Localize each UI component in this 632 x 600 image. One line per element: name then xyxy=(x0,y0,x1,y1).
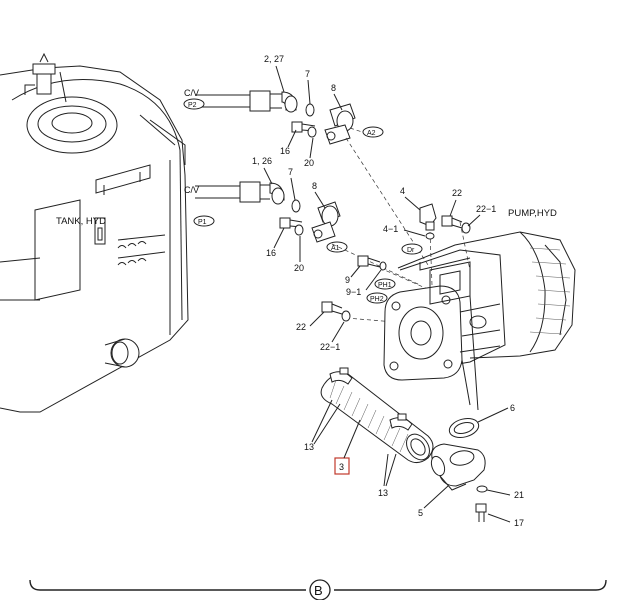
hydraulic-tank xyxy=(0,52,189,413)
oval-p1-frame xyxy=(193,215,215,227)
leader-2-27 xyxy=(275,65,285,93)
oval-ph2-frame xyxy=(366,292,388,304)
callout-9-1: 9−1 xyxy=(346,287,361,297)
oval-a1-frame xyxy=(326,241,348,253)
leader-8-mid xyxy=(314,191,326,209)
callout-22-1-lower: 22−1 xyxy=(320,342,340,352)
leader-4 xyxy=(404,196,421,211)
leader-21 xyxy=(486,489,511,496)
callout-4: 4 xyxy=(400,186,405,196)
pump-label: PUMP,HYD xyxy=(508,208,557,219)
oval-dr: Dr xyxy=(407,247,415,254)
leader-6 xyxy=(477,407,509,423)
callout-21: 21 xyxy=(514,490,524,500)
leader-5 xyxy=(423,485,449,509)
callout-9: 9 xyxy=(345,275,350,285)
oval-p1: P1 xyxy=(198,219,207,226)
tank-label: TANK, HYD xyxy=(56,216,106,227)
oval-p2-frame xyxy=(183,98,205,110)
leader-20-top xyxy=(309,137,314,159)
callout-1-26: 1, 26 xyxy=(252,156,272,166)
leader-9-1 xyxy=(365,269,382,291)
callout-3: 3 xyxy=(339,462,344,472)
oval-a2-frame xyxy=(362,126,384,138)
leader-22-top xyxy=(449,199,457,217)
oval-ph1: PH1 xyxy=(378,282,392,289)
callout-2-27: 2, 27 xyxy=(264,54,284,64)
oval-p2: P2 xyxy=(188,102,197,109)
leader-8-top xyxy=(333,93,343,111)
leader-3 xyxy=(343,419,361,459)
o-ring-6 xyxy=(448,417,480,439)
leader-22-1-top xyxy=(467,214,481,227)
callout-20-top: 20 xyxy=(304,158,314,168)
callout-4-1: 4−1 xyxy=(383,224,398,234)
leader-16-mid xyxy=(273,227,285,249)
callout-8-top: 8 xyxy=(331,83,336,93)
suction-hose-3 xyxy=(320,367,434,464)
callout-13-lower: 13 xyxy=(378,488,388,498)
callout-22-lower: 22 xyxy=(296,322,306,332)
callout-8-mid: 8 xyxy=(312,181,317,191)
callout-7-mid: 7 xyxy=(288,167,293,177)
leader-4-1 xyxy=(403,229,426,237)
bolt-22-top xyxy=(441,215,471,234)
elbow-fitting-4 xyxy=(419,203,437,240)
leader-7-top xyxy=(307,79,311,105)
fitting-9 xyxy=(357,255,387,271)
leader-13-upper xyxy=(311,399,341,445)
oval-dr-frame xyxy=(401,243,423,255)
hose-p2-assembly xyxy=(195,90,356,145)
leader-7-mid xyxy=(290,177,296,201)
leader-16-top xyxy=(287,129,297,148)
cv-label-top: C/V xyxy=(184,88,199,98)
leader-22-lower xyxy=(309,311,325,327)
callout-6: 6 xyxy=(510,403,515,413)
section-marker-b: B xyxy=(314,583,323,598)
hose-p1-assembly xyxy=(195,181,341,243)
callout-20-mid: 20 xyxy=(294,263,304,273)
leader-13-lower xyxy=(383,453,397,487)
callout-5: 5 xyxy=(418,508,423,518)
hydraulic-pump xyxy=(383,231,576,411)
oval-ph2: PH2 xyxy=(370,296,384,303)
callout-7-top: 7 xyxy=(305,69,310,79)
leader-17 xyxy=(487,513,511,523)
callout-22-top: 22 xyxy=(452,188,462,198)
oval-a2: A2 xyxy=(367,130,376,137)
washer-21 xyxy=(476,485,488,493)
callout-3-box xyxy=(334,457,350,475)
leader-9 xyxy=(350,265,361,278)
bolt-17 xyxy=(475,503,487,522)
callout-22-1-top: 22−1 xyxy=(476,204,496,214)
leader-22-1-lower xyxy=(331,321,345,343)
oval-a1: A1 xyxy=(331,245,340,252)
elbow-5 xyxy=(430,443,486,491)
callout-17: 17 xyxy=(514,518,524,528)
callout-13-upper: 13 xyxy=(304,442,314,452)
callout-16-top: 16 xyxy=(280,146,290,156)
callout-16-mid: 16 xyxy=(266,248,276,258)
oval-ph1-frame xyxy=(374,278,396,290)
section-bracket xyxy=(29,579,607,600)
cv-label-bottom: C/V xyxy=(184,185,199,195)
leader-1-26 xyxy=(263,167,273,185)
bolt-22-lower xyxy=(321,301,351,322)
